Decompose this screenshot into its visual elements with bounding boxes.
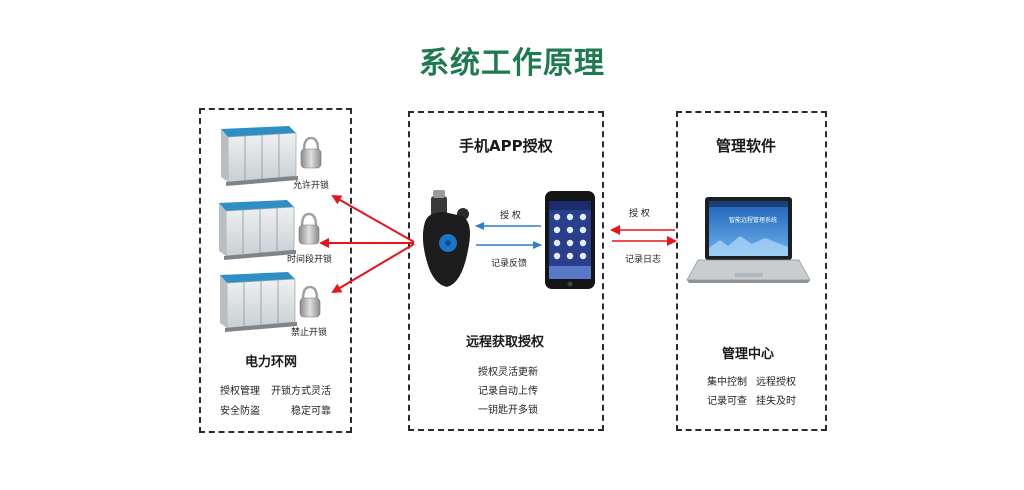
feature-auto-upload: 记录自动上传 [478,386,538,397]
arrow-label-record-feedback: 记录反馈 [491,259,528,269]
laptop-screen-text: 智能远程管理系统 [729,217,778,224]
management-software-heading: 管理软件 [716,137,777,155]
feature-anti-theft: 安全防盗 [220,406,260,417]
mobile-app-heading: 手机APP授权 [459,137,553,155]
lock-label-1: 允许开锁 [293,181,330,191]
power-cabinet-3 [220,272,297,332]
blue-arrows-key-phone [475,222,542,249]
mobile-app-panel [408,111,604,431]
page-title: 系统工作原理 [419,46,605,81]
lock-label-3: 禁止开锁 [291,328,328,338]
link-label-authorize: 授 权 [629,209,650,219]
power-ring-network-panel [199,108,352,433]
link-label-record-log: 记录日志 [625,255,662,265]
feature-timely-report-loss: 挂失及时 [756,396,796,407]
red-arrows-phone-laptop [610,225,677,246]
power-network-heading: 电力环网 [245,355,298,370]
padlock-3 [299,285,321,318]
feature-auth-mgmt: 授权管理 [220,386,260,397]
feature-flexible-unlock: 开锁方式灵活 [271,386,331,397]
padlock-1 [300,136,322,169]
padlock-2 [298,212,320,245]
red-arrows-to-locks [319,195,415,294]
feature-record-query: 记录可查 [707,396,747,407]
management-center-heading: 管理中心 [722,347,775,362]
laptop [686,197,811,283]
power-cabinet-2 [219,200,296,260]
feature-stable: 稳定可靠 [291,406,331,417]
feature-one-key-multi-lock: 一钥匙开多锁 [478,405,538,416]
arrow-label-authorize: 授 权 [500,211,521,221]
smart-key-device [422,190,470,287]
management-software-panel [676,111,827,431]
power-cabinet-1 [221,126,298,186]
remote-auth-heading: 远程获取授权 [466,335,545,350]
feature-remote-auth: 远程授权 [756,377,796,388]
lock-label-2: 时间段开锁 [287,255,333,265]
feature-auth-update: 授权灵活更新 [478,367,538,378]
feature-central-control: 集中控制 [707,377,747,388]
smartphone [545,191,595,289]
